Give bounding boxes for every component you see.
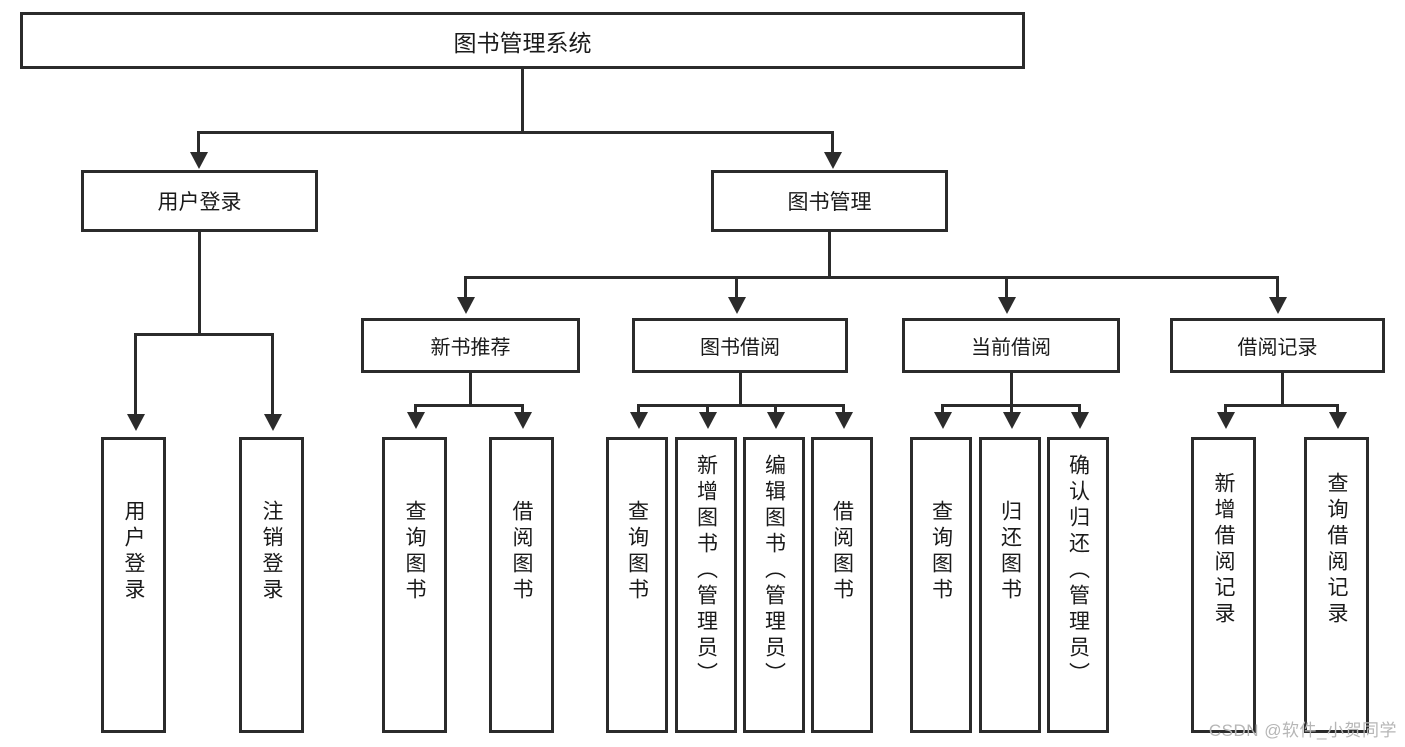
arrow-to-current-borrow [998, 297, 1016, 314]
arrow-to-leaf-currentborrow-1 [934, 412, 952, 429]
arrow-to-leaf-borrowrecord-2 [1329, 412, 1347, 429]
connector-bookborrow-arm-2 [706, 404, 709, 416]
leaf-borrowrecord-add-record[interactable]: 新增借阅记录 [1191, 437, 1256, 733]
node-user-login[interactable]: 用户登录 [81, 170, 318, 232]
node-new-book-recommend[interactable]: 新书推荐 [361, 318, 580, 373]
connector-bookmanage-arm-3 [1005, 276, 1008, 301]
connector-newbook-arm-1 [414, 404, 417, 416]
connector-borrowrecord-bus [1224, 404, 1339, 407]
connector-root-stem [521, 68, 524, 133]
arrow-to-book-borrow [728, 297, 746, 314]
leaf-bookborrow-query-book[interactable]: 查询图书 [606, 437, 668, 733]
arrow-to-leaf-borrowrecord-1 [1217, 412, 1235, 429]
connector-borrowrecord-arm-2 [1336, 404, 1339, 416]
connector-newbook-bus [414, 404, 524, 407]
leaf-borrowrecord-add-record-label: 新增借阅记录 [1212, 472, 1235, 628]
leaf-currentborrow-query-book[interactable]: 查询图书 [910, 437, 972, 733]
arrow-to-book-manage [824, 152, 842, 169]
connector-currentborrow-arm-2 [1010, 404, 1013, 416]
leaf-currentborrow-query-book-label: 查询图书 [929, 500, 953, 604]
leaf-newbook-query-book[interactable]: 查询图书 [382, 437, 447, 733]
arrow-to-leaf-currentborrow-2 [1003, 412, 1021, 429]
leaf-newbook-query-book-label: 查询图书 [403, 500, 426, 604]
csdn-watermark: CSDN @软件_小贺同学 [1208, 721, 1397, 740]
leaf-currentborrow-return-book-label: 归还图书 [998, 500, 1022, 604]
leaf-currentborrow-confirm-return-label: 确认归还（管理员） [1066, 454, 1090, 688]
leaf-bookborrow-borrow-book[interactable]: 借阅图书 [811, 437, 873, 733]
leaf-newbook-borrow-book-label: 借阅图书 [510, 500, 533, 604]
node-root-system[interactable]: 图书管理系统 [20, 12, 1025, 69]
connector-bookborrow-stem [739, 373, 742, 406]
leaf-currentborrow-confirm-return[interactable]: 确认归还（管理员） [1047, 437, 1109, 733]
connector-bookborrow-arm-3 [774, 404, 777, 416]
connector-currentborrow-stem [1010, 373, 1013, 406]
arrow-to-leaf-currentborrow-3 [1071, 412, 1089, 429]
connector-bookmanage-arm-1 [464, 276, 467, 301]
leaf-bookborrow-edit-book[interactable]: 编辑图书（管理员） [743, 437, 805, 733]
arrow-to-user-login [190, 152, 208, 169]
leaf-user-login[interactable]: 用户登录 [101, 437, 166, 733]
leaf-borrowrecord-query-record[interactable]: 查询借阅记录 [1304, 437, 1369, 733]
connector-userlogin-bus [134, 333, 274, 336]
leaf-bookborrow-add-book[interactable]: 新增图书（管理员） [675, 437, 737, 733]
leaf-bookborrow-edit-book-label: 编辑图书（管理员） [762, 454, 786, 688]
connector-bookborrow-arm-1 [637, 404, 640, 416]
connector-userlogin-arm-1 [134, 333, 137, 418]
node-current-borrow[interactable]: 当前借阅 [902, 318, 1120, 373]
connector-newbook-arm-2 [521, 404, 524, 416]
connector-userlogin-arm-2 [271, 333, 274, 418]
arrow-to-leaf-logout [264, 414, 282, 431]
leaf-bookborrow-borrow-book-label: 借阅图书 [830, 500, 854, 604]
node-borrow-record-label: 借阅记录 [1237, 337, 1318, 359]
node-root-system-label: 图书管理系统 [453, 29, 592, 56]
leaf-user-login-label: 用户登录 [122, 500, 145, 604]
connector-currentborrow-arm-3 [1078, 404, 1081, 416]
node-book-borrow[interactable]: 图书借阅 [632, 318, 848, 373]
arrow-to-new-book-recommend [457, 297, 475, 314]
leaf-newbook-borrow-book[interactable]: 借阅图书 [489, 437, 554, 733]
connector-borrowrecord-arm-1 [1224, 404, 1227, 416]
connector-bookmanage-arm-4 [1276, 276, 1279, 301]
leaf-borrowrecord-query-record-label: 查询借阅记录 [1325, 472, 1348, 628]
leaf-logout-label: 注销登录 [260, 500, 283, 604]
connector-currentborrow-arm-1 [941, 404, 944, 416]
node-new-book-recommend-label: 新书推荐 [430, 337, 511, 359]
connector-borrowrecord-stem [1281, 373, 1284, 406]
node-book-borrow-label: 图书借阅 [700, 337, 780, 359]
connector-userlogin-stem [198, 232, 201, 335]
arrow-to-leaf-newbook-1 [407, 412, 425, 429]
connector-bookmanage-arm-2 [735, 276, 738, 301]
arrow-to-leaf-bookborrow-3 [767, 412, 785, 429]
connector-bookborrow-arm-4 [842, 404, 845, 416]
node-book-manage[interactable]: 图书管理 [711, 170, 948, 232]
leaf-currentborrow-return-book[interactable]: 归还图书 [979, 437, 1041, 733]
arrow-to-leaf-bookborrow-1 [630, 412, 648, 429]
connector-bookmanage-stem [828, 232, 831, 278]
connector-newbook-stem [469, 373, 472, 406]
arrow-to-leaf-bookborrow-2 [699, 412, 717, 429]
leaf-bookborrow-add-book-label: 新增图书（管理员） [694, 454, 718, 688]
arrow-to-leaf-newbook-2 [514, 412, 532, 429]
arrow-to-borrow-record [1269, 297, 1287, 314]
node-book-manage-label: 图书管理 [787, 191, 872, 214]
leaf-bookborrow-query-book-label: 查询图书 [625, 500, 649, 604]
node-current-borrow-label: 当前借阅 [971, 337, 1051, 359]
node-user-login-label: 用户登录 [157, 191, 242, 214]
arrow-to-leaf-bookborrow-4 [835, 412, 853, 429]
connector-bookborrow-bus [637, 404, 845, 407]
connector-root-bus [197, 131, 833, 134]
arrow-to-leaf-user-login [127, 414, 145, 431]
connector-root-left-drop [197, 131, 200, 156]
connector-bookmanage-bus [464, 276, 1278, 279]
connector-root-right-drop [831, 131, 834, 156]
node-borrow-record[interactable]: 借阅记录 [1170, 318, 1385, 373]
leaf-logout[interactable]: 注销登录 [239, 437, 304, 733]
